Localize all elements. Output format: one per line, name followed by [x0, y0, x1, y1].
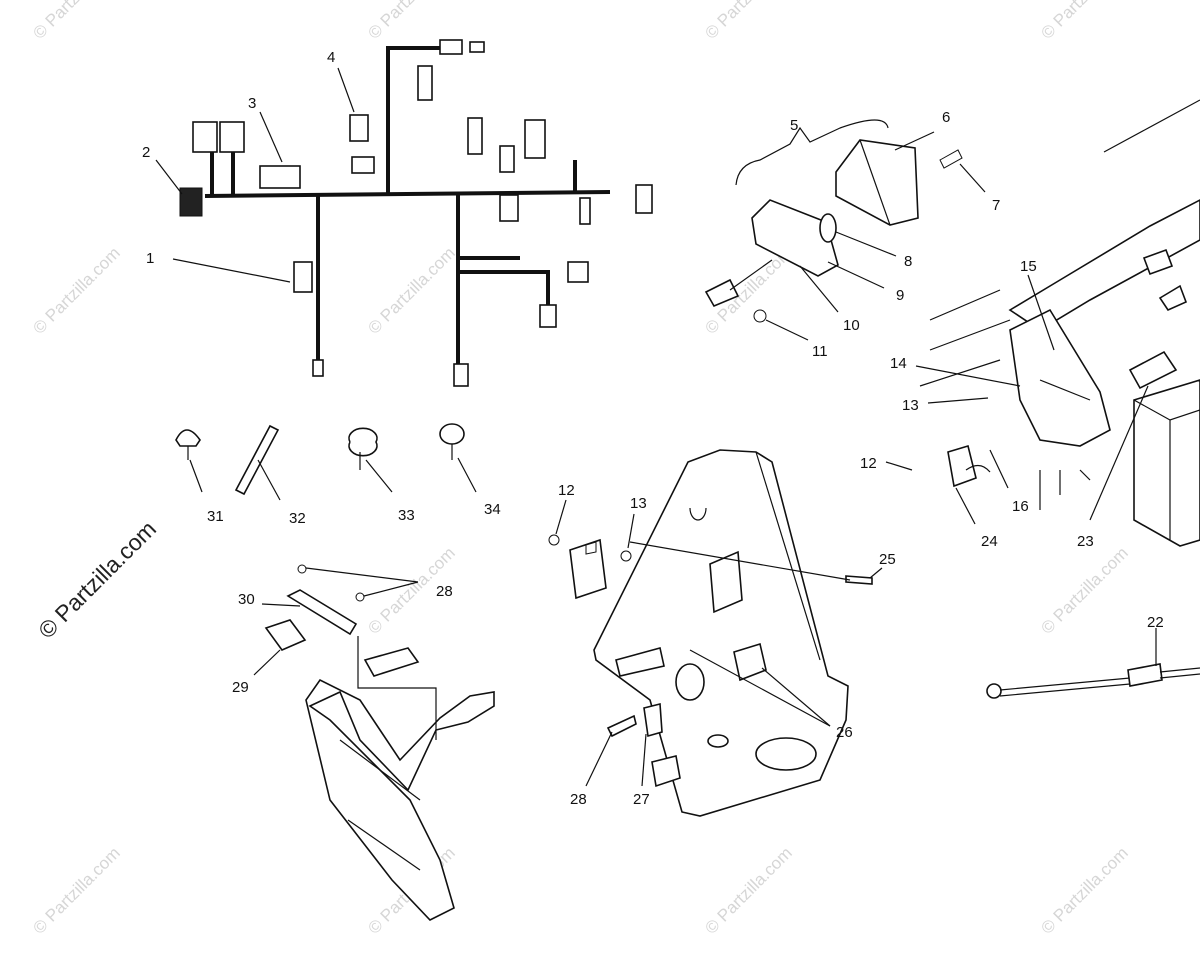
ground-cable — [986, 663, 1200, 699]
callout-5: 5 — [790, 117, 798, 134]
callout-13-center: 13 — [630, 495, 647, 512]
callout-22: 22 — [1147, 614, 1164, 631]
watermark-tile: © Partzilla.com — [701, 0, 795, 43]
watermark-tile: © Partzilla.com — [701, 843, 795, 937]
callout-28-bottom: 28 — [570, 791, 587, 808]
callout-23: 23 — [1077, 533, 1094, 550]
front-bracket — [264, 564, 495, 921]
wiring-harness — [179, 39, 653, 387]
callout-7: 7 — [992, 197, 1000, 214]
callout-2: 2 — [142, 144, 150, 161]
callout-4: 4 — [327, 49, 335, 66]
callout-30: 30 — [238, 591, 255, 608]
watermark-tile: © Partzilla.com — [29, 243, 123, 337]
watermark-tile: © Partzilla.com — [364, 0, 458, 43]
leader-lines — [155, 67, 1157, 787]
clips-group — [175, 423, 465, 496]
callout-29: 29 — [232, 679, 249, 696]
callout-28-left: 28 — [436, 583, 453, 600]
watermark-tile: © Partzilla.com — [1037, 843, 1131, 937]
callout-16: 16 — [1012, 498, 1029, 515]
callout-labels: 1 2 3 4 5 6 7 8 9 10 11 12 13 14 15 16 2… — [142, 49, 1164, 808]
callout-26: 26 — [836, 724, 853, 741]
callout-12-right: 12 — [860, 455, 877, 472]
callout-12-center: 12 — [558, 482, 575, 499]
callout-8: 8 — [904, 253, 912, 270]
callout-27: 27 — [633, 791, 650, 808]
watermark-tile: © Partzilla.com — [29, 843, 123, 937]
watermark-tile: © Partzilla.com — [1037, 0, 1131, 43]
center-panel — [548, 449, 873, 817]
callout-9: 9 — [896, 287, 904, 304]
callout-10: 10 — [843, 317, 860, 334]
callout-1: 1 — [146, 250, 154, 267]
tail-light-group — [704, 119, 963, 323]
callout-33: 33 — [398, 507, 415, 524]
watermark-main: © Partzilla.com — [33, 516, 161, 644]
battery-area — [919, 99, 1200, 547]
callout-25: 25 — [879, 551, 896, 568]
callout-14: 14 — [890, 355, 907, 372]
watermark-tile: © Partzilla.com — [364, 243, 458, 337]
callout-32: 32 — [289, 510, 306, 527]
callout-13-right: 13 — [902, 397, 919, 414]
callout-15: 15 — [1020, 258, 1037, 275]
callout-3: 3 — [248, 95, 256, 112]
watermark-tile: © Partzilla.com — [1037, 543, 1131, 637]
callout-6: 6 — [942, 109, 950, 126]
callout-34: 34 — [484, 501, 501, 518]
callout-11: 11 — [812, 343, 828, 360]
callout-24: 24 — [981, 533, 998, 550]
watermark-tile: © Partzilla.com — [29, 0, 123, 43]
callout-31: 31 — [207, 508, 224, 525]
